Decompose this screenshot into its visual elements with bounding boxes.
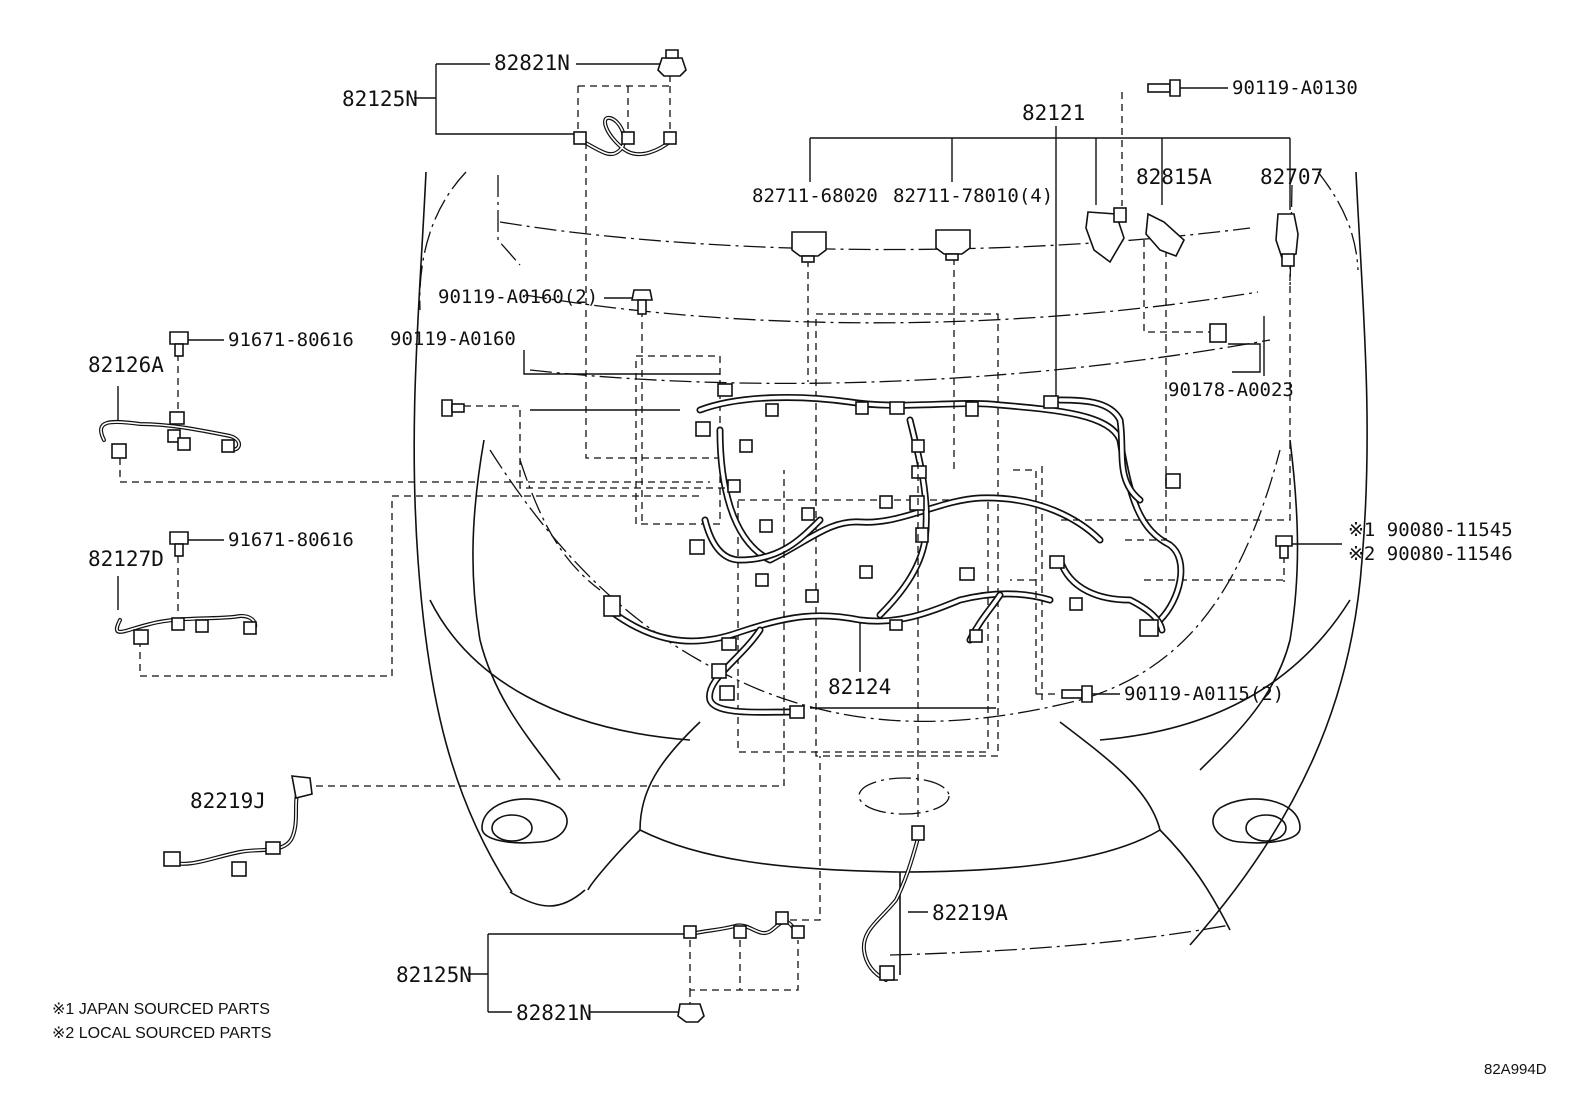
bolt-91671-80616-b-icon (169, 531, 189, 557)
main-engine-harness (603, 383, 1185, 719)
label-82821N-top: 82821N (494, 51, 570, 75)
sensor-82707-icon (1275, 213, 1299, 267)
harness-82125N-bottom (683, 911, 805, 939)
clip-82711-68020-icon (791, 231, 827, 263)
label-82815A: 82815A (1136, 165, 1212, 189)
label-82125N-top: 82125N (342, 87, 418, 111)
bolt-90119-A0160-icon (441, 399, 465, 417)
label-90119-A0115: 90119-A0115(2) (1124, 683, 1284, 705)
label-82821N-bottom: 82821N (516, 1001, 592, 1025)
label-82124: 82124 (828, 675, 891, 699)
leader-lines (117, 63, 1342, 1013)
label-82219J: 82219J (190, 789, 266, 813)
label-82127D: 82127D (88, 547, 164, 571)
footnotes: ※1 JAPAN SOURCED PARTS ※2 LOCAL SOURCED … (52, 1001, 271, 1042)
label-82219A: 82219A (932, 901, 1008, 925)
clip-82821N-bottom-icon (677, 1003, 705, 1023)
label-90080-11546: ※2 90080-11546 (1348, 543, 1513, 565)
sensor-82815A-icon (1085, 207, 1185, 264)
clip-82711-78010-icon (935, 229, 971, 261)
bolt-90119-A0160-2-icon (631, 289, 653, 315)
label-90119-A0160: 90119-A0160 (390, 328, 516, 350)
label-91671-80616-b: 91671-80616 (228, 529, 354, 551)
label-90080-11545: ※1 90080-11545 (1348, 519, 1513, 541)
harness-82127D (114, 613, 258, 645)
label-82126A: 82126A (88, 353, 164, 377)
label-91671-80616-a: 91671-80616 (228, 329, 354, 351)
label-82711-78010: 82711-78010(4) (893, 185, 1053, 207)
label-82125N-bottom: 82125N (396, 963, 472, 987)
bolt-90119-A0130-icon (1147, 79, 1181, 97)
label-90119-A0130: 90119-A0130 (1232, 77, 1358, 99)
label-90178-A0023: 90178-A0023 (1168, 379, 1294, 401)
clip-90178-A0023-icon (1209, 323, 1227, 343)
harness-82219J (163, 775, 313, 877)
clip-82821N-top-icon (657, 49, 687, 77)
bolt-90080-icon (1275, 535, 1293, 559)
diagram-code: 82A994D (1484, 1061, 1547, 1078)
label-82707: 82707 (1260, 165, 1323, 189)
label-90119-A0160-2: 90119-A0160(2) (438, 286, 598, 308)
vehicle-body-outline (413, 171, 1368, 975)
note-japan-sourced: ※1 JAPAN SOURCED PARTS (52, 1001, 270, 1018)
harness-82125N-top (573, 115, 677, 157)
note-local-sourced: ※2 LOCAL SOURCED PARTS (52, 1025, 271, 1042)
label-82121: 82121 (1022, 101, 1085, 125)
bolt-91671-80616-a-icon (169, 331, 189, 357)
harness-82219A (861, 825, 925, 982)
label-82711-68020: 82711-68020 (752, 185, 878, 207)
part-labels: 82821N 82125N 82121 90119-A0130 82815A 8… (88, 51, 1513, 1025)
bolt-90119-A0115-icon (1061, 685, 1093, 703)
harness-82126A (99, 411, 241, 459)
